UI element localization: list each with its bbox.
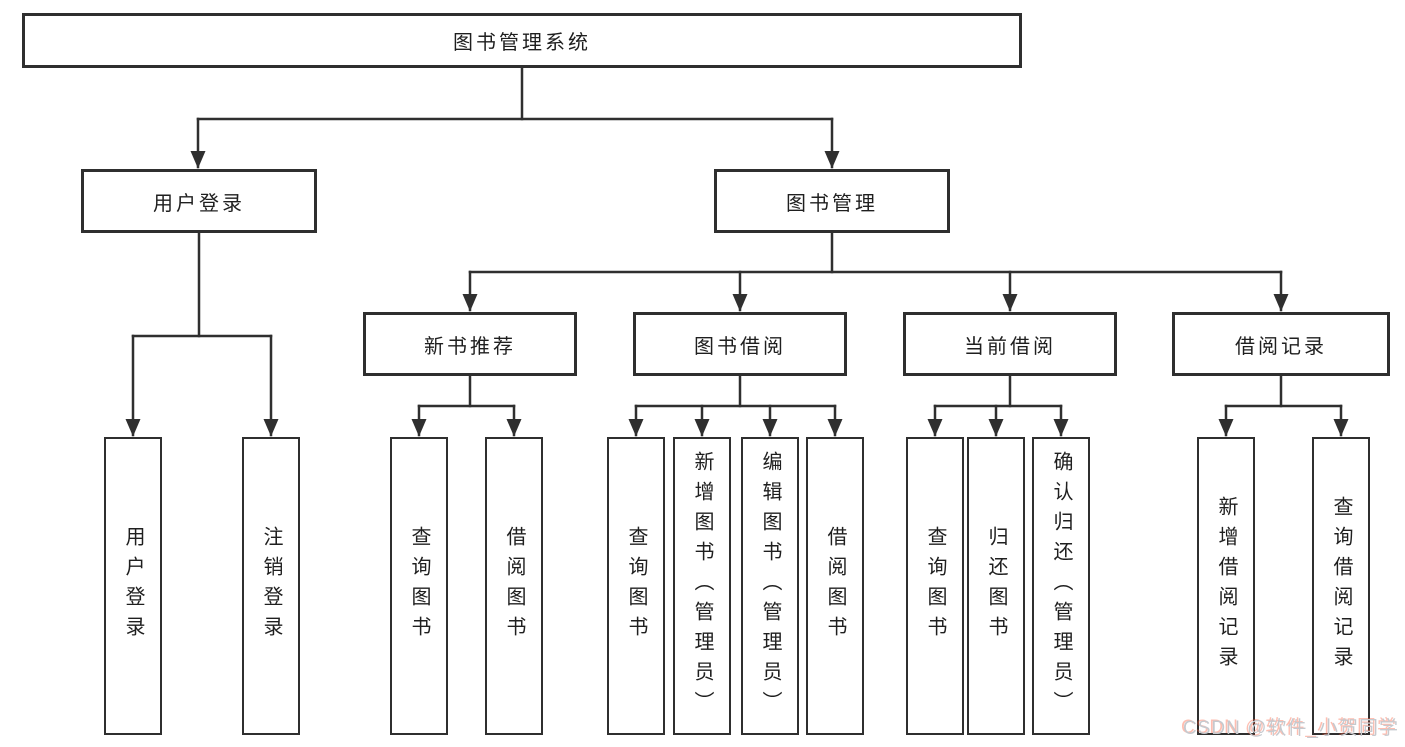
leaf-record-add: 新增借阅记录 [1197,437,1255,735]
leaf-logout: 注销登录 [242,437,300,735]
node-book-mgmt: 图书管理 [714,169,950,233]
leaf-current-query-label: 查询图书 [924,526,946,646]
leaf-user-login-label: 用户登录 [122,526,144,646]
csdn-watermark: CSDN @软件_小贺同学 [1183,718,1399,739]
leaf-newbook-query-label: 查询图书 [408,526,430,646]
leaf-borrow-borrow: 借阅图书 [806,437,864,735]
leaf-current-return-label: 归还图书 [985,526,1007,646]
node-borrow-record: 借阅记录 [1172,312,1390,376]
leaf-current-query: 查询图书 [906,437,964,735]
leaf-borrow-query-label: 查询图书 [625,526,647,646]
leaf-current-return: 归还图书 [967,437,1025,735]
leaf-newbook-borrow-label: 借阅图书 [503,526,525,646]
node-book-borrow: 图书借阅 [633,312,847,376]
leaf-record-query-label: 查询借阅记录 [1330,496,1352,676]
leaf-newbook-query: 查询图书 [390,437,448,735]
leaf-logout-label: 注销登录 [260,526,282,646]
node-user-login-label: 用户登录 [153,192,245,215]
leaf-record-add-label: 新增借阅记录 [1215,496,1237,676]
leaf-borrow-edit-label: 编辑图书（管理员） [759,451,781,721]
leaf-borrow-add-label: 新增图书（管理员） [691,451,713,721]
node-book-borrow-label: 图书借阅 [694,335,786,358]
leaf-borrow-add: 新增图书（管理员） [673,437,731,735]
leaf-borrow-edit: 编辑图书（管理员） [741,437,799,735]
leaf-user-login: 用户登录 [104,437,162,735]
node-root-label: 图书管理系统 [453,32,591,54]
leaf-record-query: 查询借阅记录 [1312,437,1370,735]
leaf-current-confirm-label: 确认归还（管理员） [1050,451,1072,721]
node-current-borrow: 当前借阅 [903,312,1117,376]
node-user-login: 用户登录 [81,169,317,233]
node-root: 图书管理系统 [22,13,1022,68]
leaf-newbook-borrow: 借阅图书 [485,437,543,735]
node-new-book-rec: 新书推荐 [363,312,577,376]
node-book-mgmt-label: 图书管理 [786,192,878,215]
leaf-borrow-borrow-label: 借阅图书 [824,526,846,646]
leaf-borrow-query: 查询图书 [607,437,665,735]
leaf-current-confirm: 确认归还（管理员） [1032,437,1090,735]
node-borrow-record-label: 借阅记录 [1235,335,1327,358]
node-current-borrow-label: 当前借阅 [964,335,1056,358]
node-new-book-rec-label: 新书推荐 [424,335,516,358]
